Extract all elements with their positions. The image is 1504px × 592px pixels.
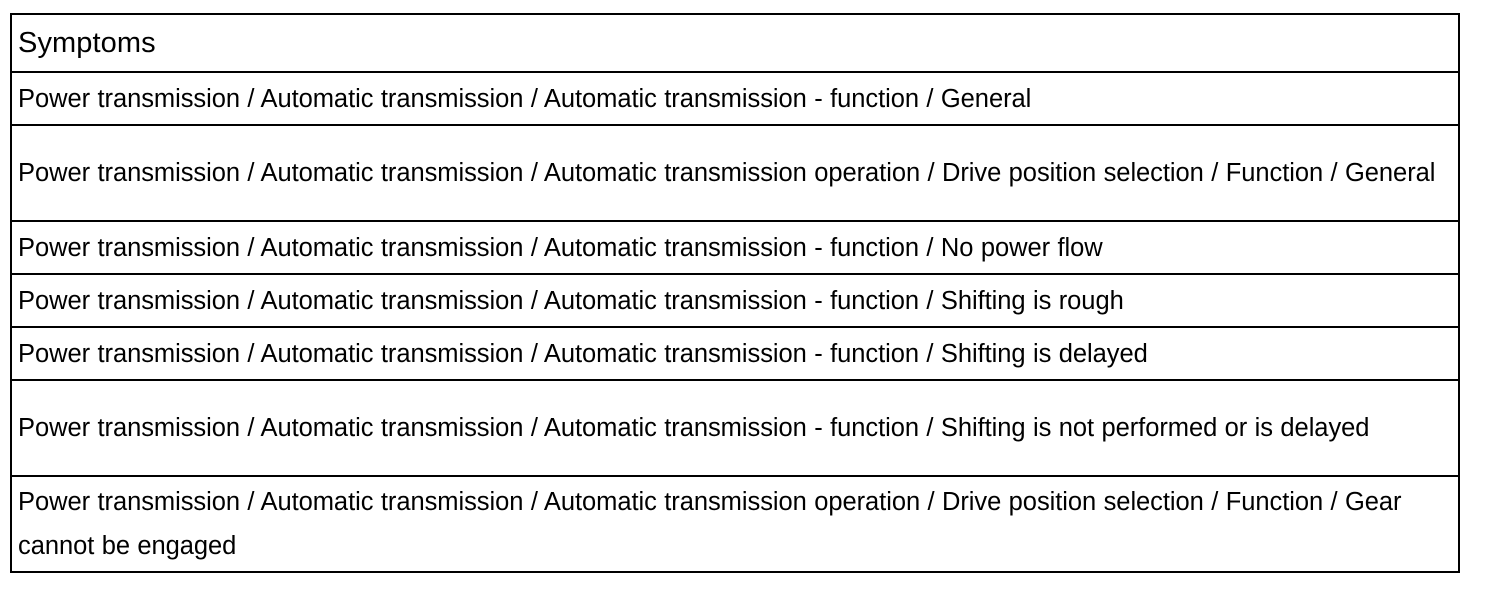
column-header-symptoms-label: Symptoms (18, 27, 156, 59)
symptom-text: Power transmission / Automatic transmiss… (18, 233, 1103, 262)
symptom-cell: Power transmission / Automatic transmiss… (10, 475, 1460, 573)
column-header-symptoms: Symptoms (10, 13, 1460, 73)
symptom-text: Power transmission / Automatic transmiss… (18, 286, 1124, 315)
table-header: Symptoms (10, 13, 1460, 73)
symptom-text: Power transmission / Automatic transmiss… (18, 84, 1032, 113)
symptom-cell: Power transmission / Automatic transmiss… (10, 379, 1460, 477)
table-header-row: Symptoms (10, 13, 1460, 73)
table-row: Power transmission / Automatic transmiss… (10, 71, 1460, 126)
symptoms-table: Symptoms Power transmission / Automatic … (10, 13, 1460, 573)
symptom-cell: Power transmission / Automatic transmiss… (10, 326, 1460, 381)
symptom-cell: Power transmission / Automatic transmiss… (10, 124, 1460, 222)
symptom-text: Power transmission / Automatic transmiss… (18, 159, 1436, 187)
symptom-cell: Power transmission / Automatic transmiss… (10, 273, 1460, 328)
table-body: Power transmission / Automatic transmiss… (10, 71, 1460, 573)
symptom-cell: Power transmission / Automatic transmiss… (10, 71, 1460, 126)
table-row: Power transmission / Automatic transmiss… (10, 379, 1460, 477)
table-row: Power transmission / Automatic transmiss… (10, 124, 1460, 222)
symptom-text: Power transmission / Automatic transmiss… (18, 488, 1402, 560)
table-row: Power transmission / Automatic transmiss… (10, 273, 1460, 328)
table-row: Power transmission / Automatic transmiss… (10, 475, 1460, 573)
symptom-text: Power transmission / Automatic transmiss… (18, 414, 1370, 442)
table-row: Power transmission / Automatic transmiss… (10, 220, 1460, 275)
symptom-cell: Power transmission / Automatic transmiss… (10, 220, 1460, 275)
table-row: Power transmission / Automatic transmiss… (10, 326, 1460, 381)
symptom-text: Power transmission / Automatic transmiss… (18, 339, 1148, 368)
